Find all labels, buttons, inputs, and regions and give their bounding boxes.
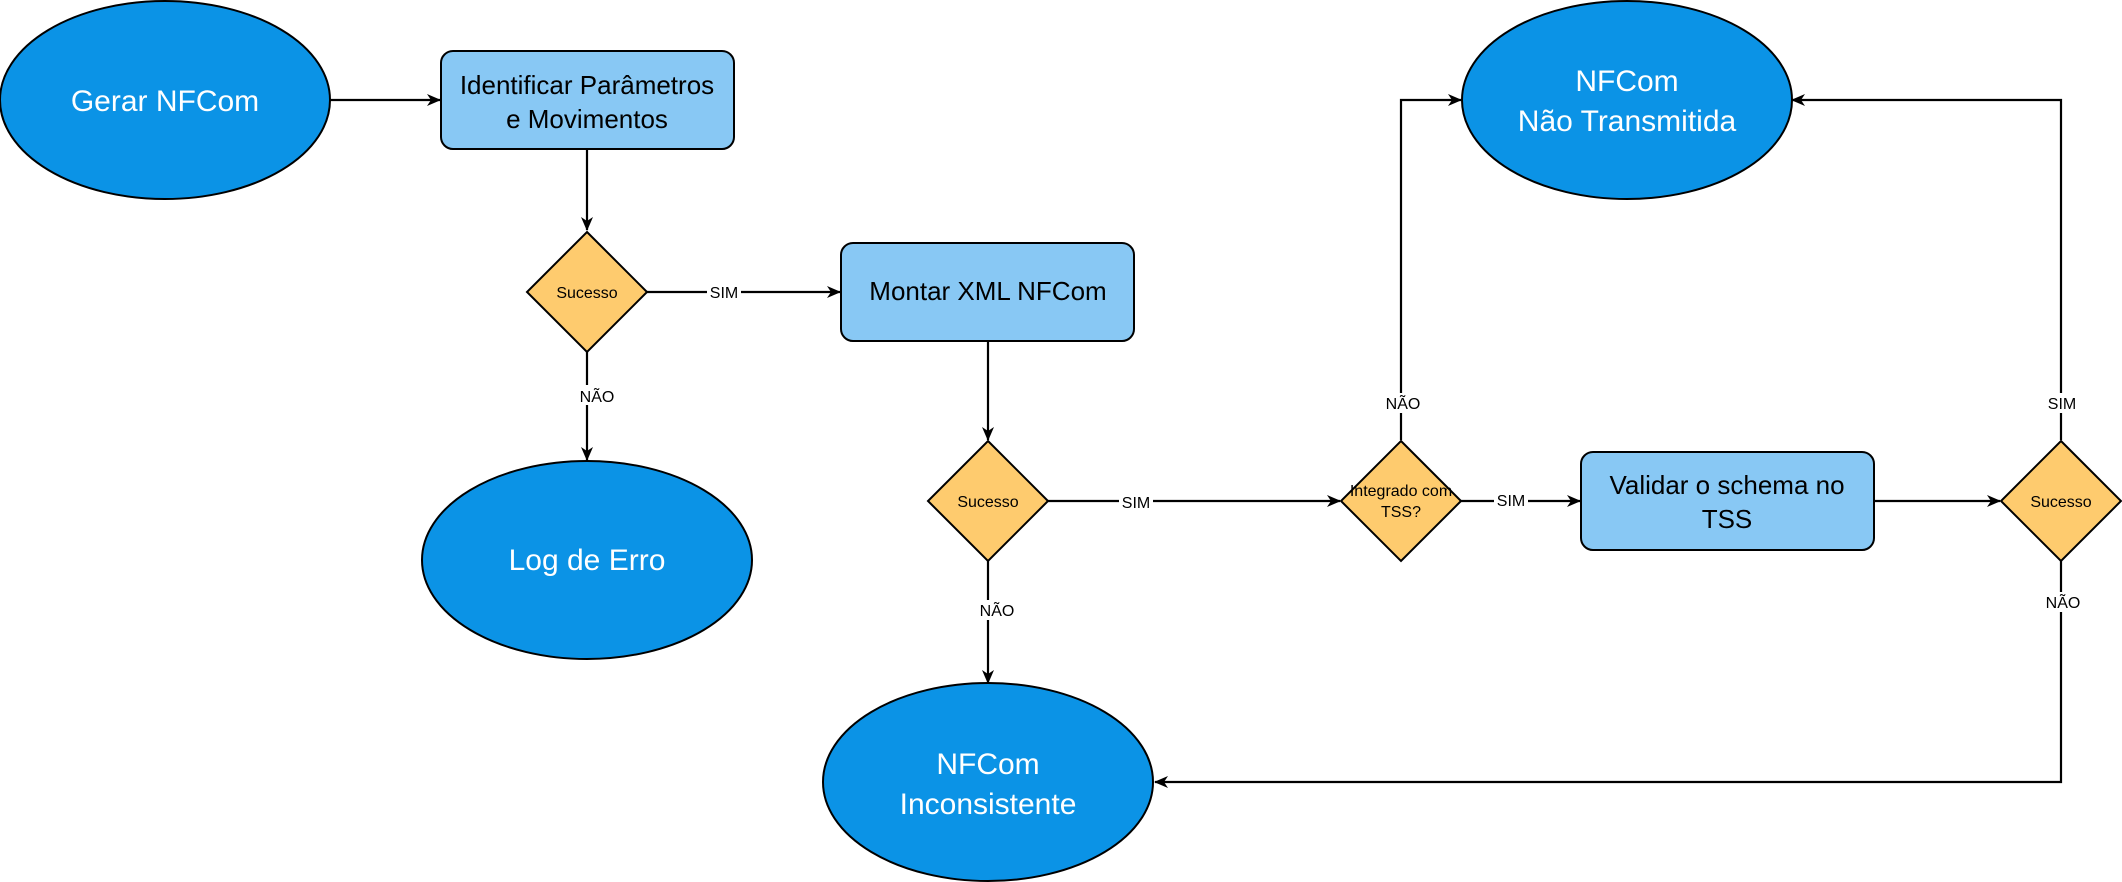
node-sucesso-3-label: Sucesso [2030, 494, 2091, 511]
edge-integrado-to-nao-transmitida [1399, 94, 1462, 440]
node-decision-integrado-tss[interactable]: Integrado com TSS? [1339, 439, 1463, 563]
node-nao-transmitida-label-line1: NFCom [1575, 65, 1678, 98]
node-integrado-label-line2: TSS? [1381, 504, 1421, 521]
node-validar-schema[interactable]: Validar o schema no TSS [1580, 451, 1875, 551]
edge-sucesso3-to-nao-transmitida [1791, 94, 2063, 440]
node-inconsistente-label-line1: NFCom [936, 748, 1039, 781]
node-nfcom-inconsistente[interactable]: NFCom Inconsistente [822, 682, 1154, 882]
edge-label-sucesso2-nao: NÃO [980, 600, 1015, 620]
node-identificar-parametros[interactable]: Identificar Parâmetros e Movimentos [440, 50, 735, 150]
node-montar-xml[interactable]: Montar XML NFCom [840, 242, 1135, 342]
node-nao-transmitida-label-line2: Não Transmitida [1518, 105, 1737, 138]
edge-sucesso3-to-inconsistente [1154, 561, 2063, 788]
node-nfcom-nao-transmitida[interactable]: NFCom Não Transmitida [1461, 0, 1793, 200]
node-identificar-label-line1: Identificar Parâmetros [460, 70, 714, 100]
edge-label-sucesso3-nao: NÃO [2046, 592, 2081, 612]
node-validar-label-line1: Validar o schema no [1609, 470, 1844, 500]
edge-label-integrado-sim: SIM [1497, 493, 1525, 510]
node-integrado-label-line1: Integrado com [1350, 483, 1452, 500]
node-log-de-erro-label: Log de Erro [509, 544, 666, 577]
node-decision-sucesso-2[interactable]: Sucesso [926, 439, 1050, 563]
edge-label-sucesso3-sim: SIM [2048, 396, 2076, 413]
node-validar-label-line2: TSS [1702, 504, 1753, 534]
edge-label-sucesso2-sim: SIM [1122, 495, 1150, 512]
node-montar-xml-label: Montar XML NFCom [869, 276, 1106, 306]
edge-label-sucesso1-sim: SIM [710, 285, 738, 302]
node-sucesso-1-label: Sucesso [556, 285, 617, 302]
node-gerar-nfcom-label: Gerar NFCom [71, 85, 259, 118]
edge-label-integrado-nao: NÃO [1386, 393, 1421, 413]
node-identificar-label-line2: e Movimentos [506, 104, 668, 134]
node-decision-sucesso-1[interactable]: Sucesso [525, 230, 649, 354]
node-gerar-nfcom[interactable]: Gerar NFCom [0, 0, 331, 200]
node-decision-sucesso-3[interactable]: Sucesso [1999, 439, 2122, 563]
node-log-de-erro[interactable]: Log de Erro [421, 460, 753, 660]
edge-label-sucesso1-nao: NÃO [580, 386, 615, 406]
node-sucesso-2-label: Sucesso [957, 494, 1018, 511]
node-inconsistente-label-line2: Inconsistente [900, 788, 1077, 821]
